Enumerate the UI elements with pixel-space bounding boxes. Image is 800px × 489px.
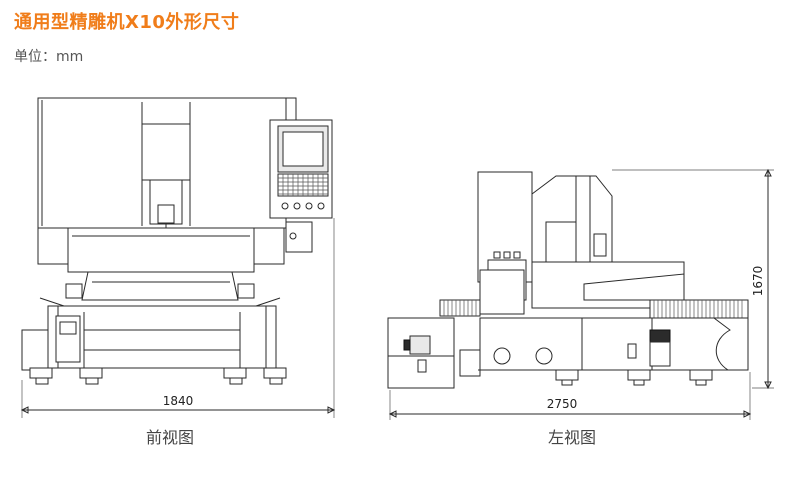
unit-label: 单位：mm [14, 49, 84, 65]
side-height-dimension: 1670 [612, 168, 774, 390]
side-view-caption: 左视图 [548, 428, 597, 447]
page-title: 通用型精雕机X10外形尺寸 [14, 12, 240, 33]
keypad-grid [277, 173, 329, 197]
front-width-dimension: 1840 [20, 218, 336, 418]
front-width-value: 1840 [163, 394, 194, 408]
side-view-machine [387, 171, 749, 389]
front-view-caption: 前视图 [146, 428, 195, 447]
side-height-value: 1670 [751, 266, 765, 297]
front-view-machine [21, 97, 333, 385]
side-width-value: 2750 [547, 397, 578, 411]
side-width-dimension: 2750 [388, 372, 752, 420]
